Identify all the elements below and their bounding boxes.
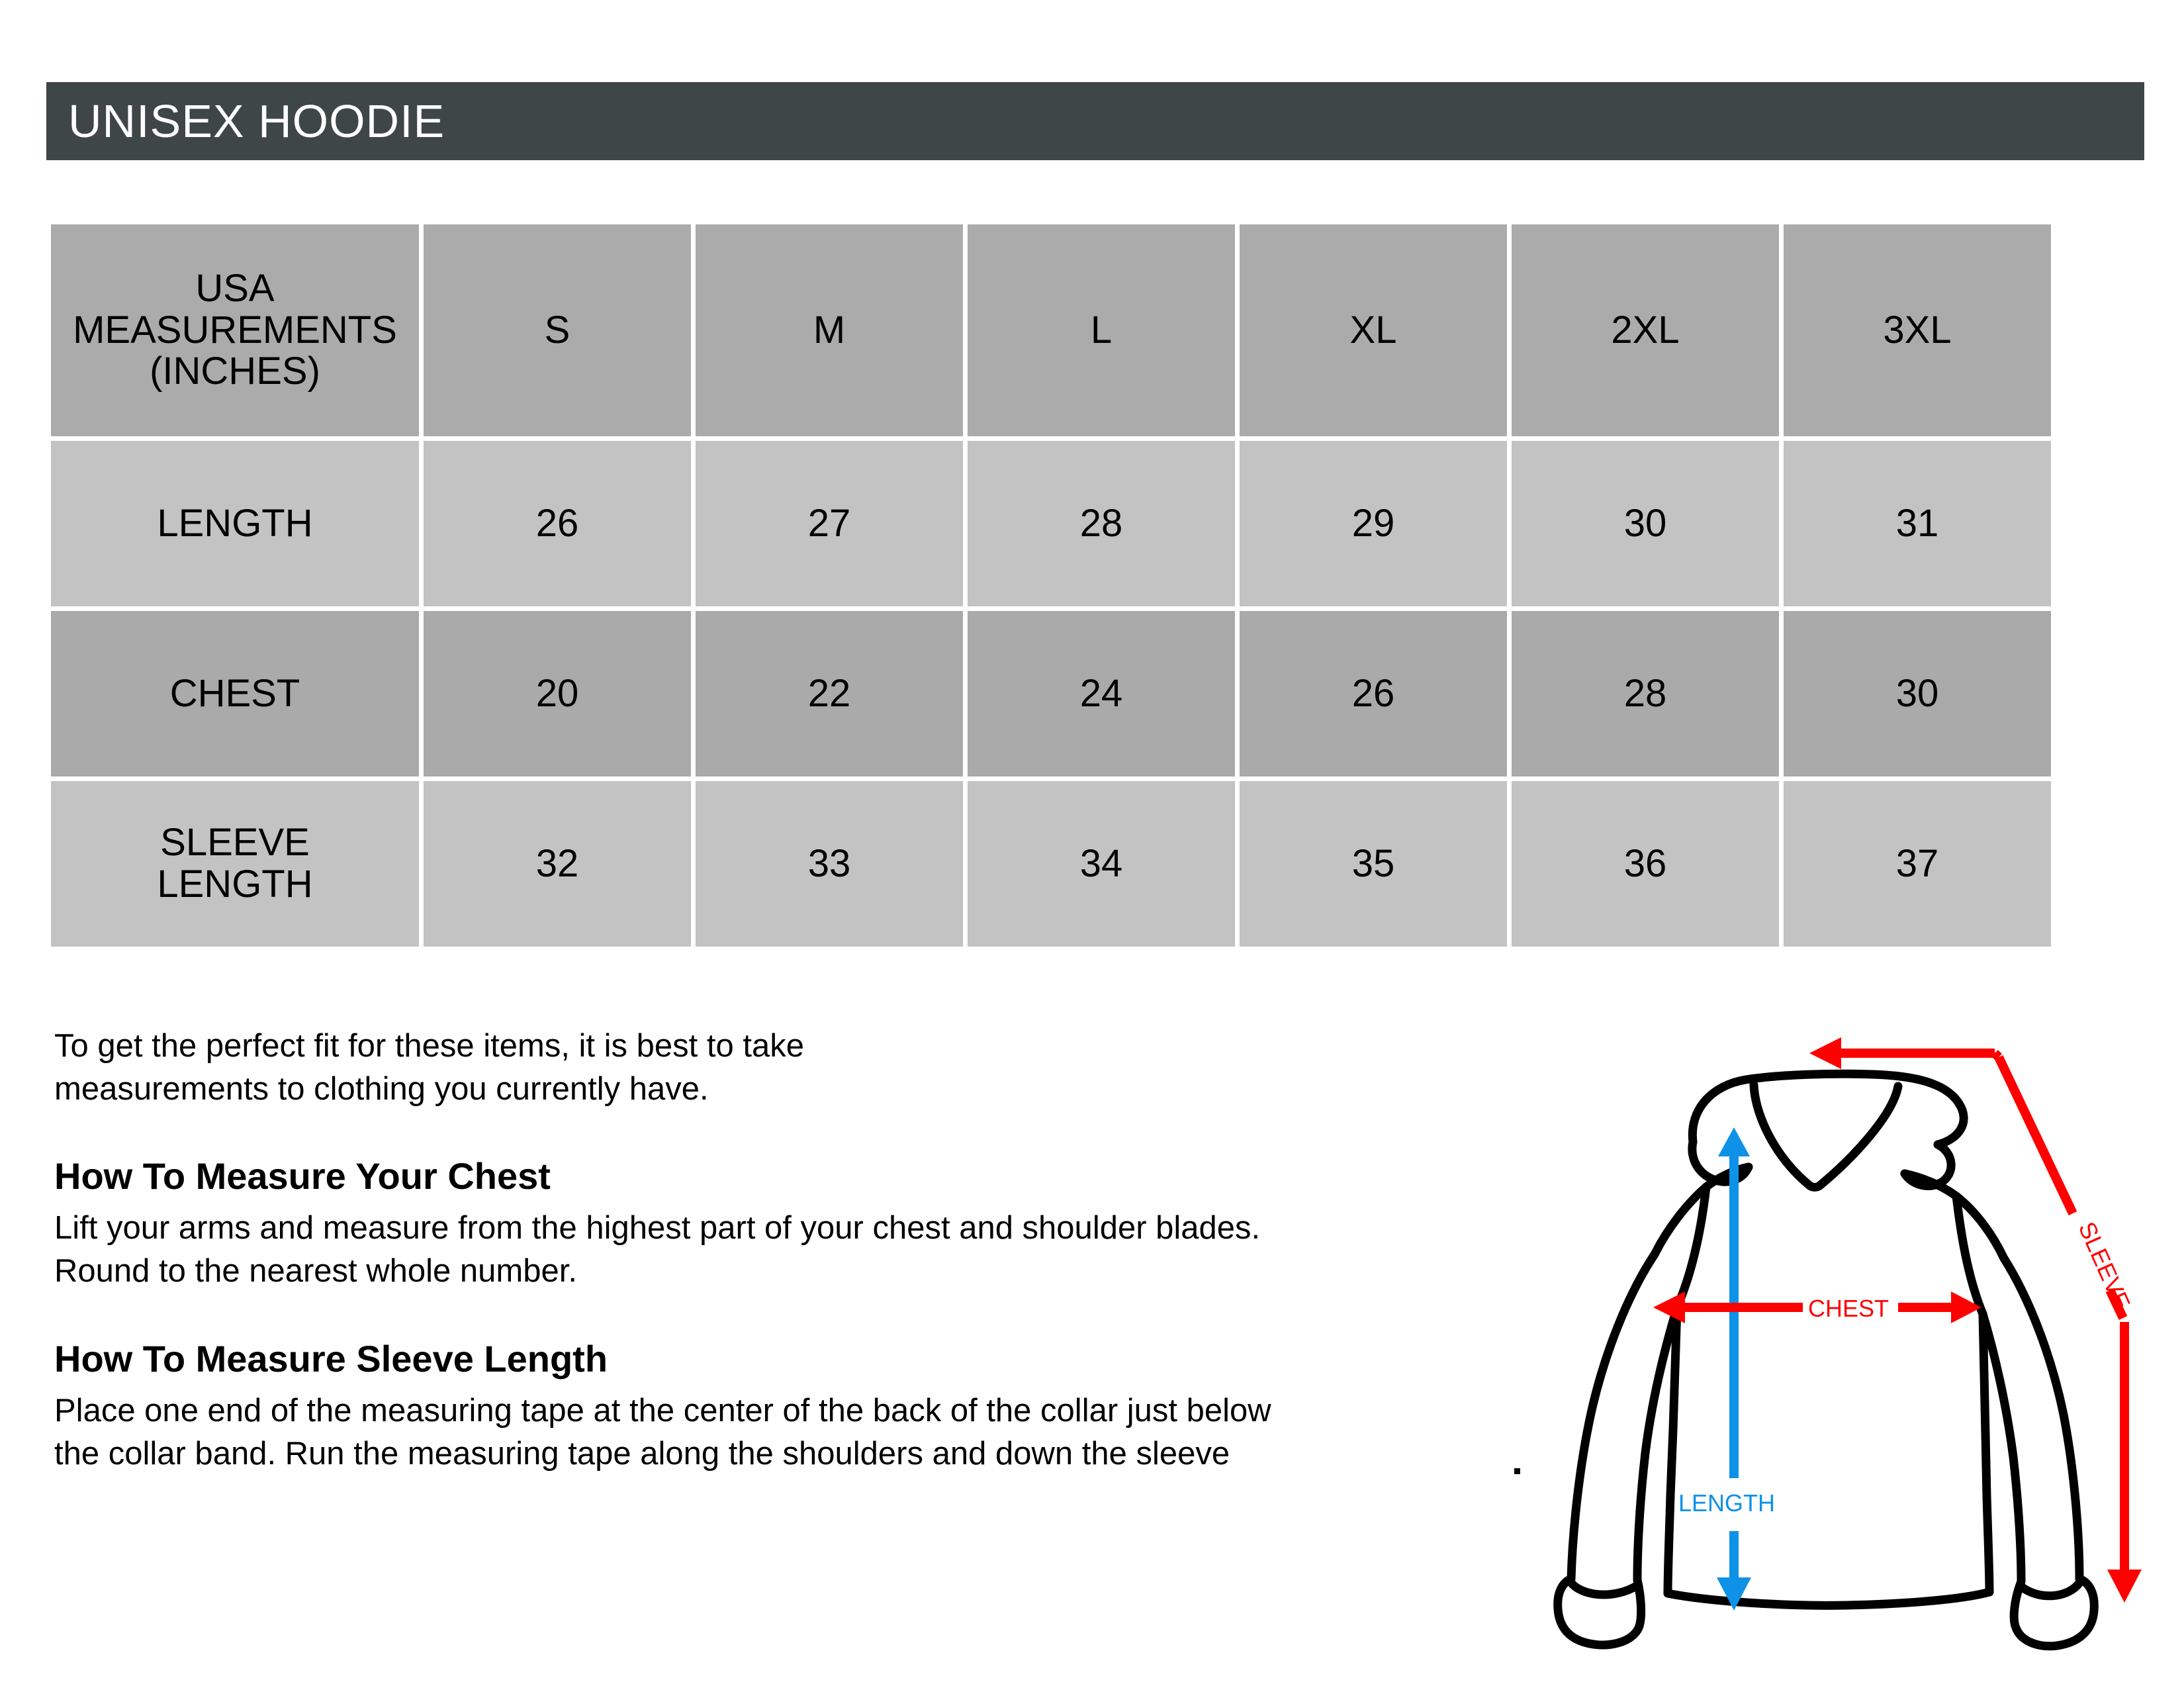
header-size-3xl: 3XL bbox=[1784, 224, 2051, 436]
sleeve-line-2: the collar band. Run the measuring tape … bbox=[54, 1435, 1230, 1472]
sleeve-label: SLEEVE bbox=[2073, 1218, 2136, 1314]
chest-l: 24 bbox=[968, 611, 1235, 776]
sleeve-s: 32 bbox=[424, 781, 691, 947]
chest-2xl: 28 bbox=[1512, 611, 1779, 776]
length-label: LENGTH bbox=[1678, 1489, 1775, 1517]
sleeve-paragraph: Place one end of the measuring tape at t… bbox=[54, 1389, 1517, 1476]
chest-xl: 26 bbox=[1240, 611, 1507, 776]
header-label-line-3: (INCHES) bbox=[150, 350, 320, 393]
size-chart-table: USA MEASUREMENTS (INCHES) S M L XL 2XL 3… bbox=[46, 220, 2056, 951]
intro-paragraph: To get the perfect fit for these items, … bbox=[54, 1025, 1517, 1111]
header-label-line-2: MEASUREMENTS bbox=[73, 308, 397, 352]
chest-m: 22 bbox=[696, 611, 963, 776]
table-row-chest: CHEST 20 22 24 26 28 30 bbox=[51, 611, 2051, 776]
heading-measure-sleeve-length: How To Measure Sleeve Length bbox=[54, 1337, 608, 1380]
page-title-bar: UNISEX HOODIE bbox=[46, 82, 2144, 160]
hoodie-outline-icon bbox=[1553, 1069, 2099, 1651]
length-m: 27 bbox=[696, 441, 963, 606]
sleeve-m: 33 bbox=[696, 781, 963, 947]
table-row-sleeve-length: SLEEVE LENGTH 32 33 34 35 36 37 bbox=[51, 781, 2051, 947]
sleeve-2xl: 36 bbox=[1512, 781, 1779, 947]
stray-speck-artifact bbox=[1514, 1468, 1520, 1474]
length-s: 26 bbox=[424, 441, 691, 606]
sleeve-measurement-arrow bbox=[1809, 1037, 2142, 1603]
header-size-2xl: 2XL bbox=[1512, 224, 1779, 436]
header-size-xl: XL bbox=[1240, 224, 1507, 436]
header-size-l: L bbox=[968, 224, 1235, 436]
chest-3xl: 30 bbox=[1784, 611, 2051, 776]
header-size-m: M bbox=[696, 224, 963, 436]
sleeve-3xl: 37 bbox=[1784, 781, 2051, 947]
chest-s: 20 bbox=[424, 611, 691, 776]
instructions-column: To get the perfect fit for these items, … bbox=[54, 1025, 1517, 1476]
sleeve-l: 34 bbox=[968, 781, 1235, 947]
length-xl: 29 bbox=[1240, 441, 1507, 606]
sleeve-line-1: Place one end of the measuring tape at t… bbox=[54, 1392, 1271, 1429]
sleeve-xl: 35 bbox=[1240, 781, 1507, 947]
sleeve-label-line-1: SLEEVE bbox=[160, 821, 310, 865]
sleeve-label-line-2: LENGTH bbox=[157, 863, 313, 906]
length-3xl: 31 bbox=[1784, 441, 2051, 606]
table-row-length: LENGTH 26 27 28 29 30 31 bbox=[51, 441, 2051, 606]
page-title: UNISEX HOODIE bbox=[68, 95, 445, 147]
row-label-length: LENGTH bbox=[51, 441, 419, 606]
header-measurement-label: USA MEASUREMENTS (INCHES) bbox=[51, 224, 419, 436]
chest-label: CHEST bbox=[1808, 1295, 1889, 1322]
chest-line-1: Lift your arms and measure from the high… bbox=[54, 1210, 1261, 1246]
row-label-sleeve-length: SLEEVE LENGTH bbox=[51, 781, 419, 947]
chest-paragraph: Lift your arms and measure from the high… bbox=[54, 1207, 1517, 1293]
header-size-s: S bbox=[424, 224, 691, 436]
table-header-row: USA MEASUREMENTS (INCHES) S M L XL 2XL 3… bbox=[51, 224, 2051, 436]
hoodie-measurement-diagram: LENGTH CHEST bbox=[1535, 1016, 2164, 1685]
chest-measurement-arrow bbox=[1653, 1291, 1981, 1323]
chest-line-2: Round to the nearest whole number. bbox=[54, 1253, 577, 1289]
row-label-chest: CHEST bbox=[51, 611, 419, 776]
heading-measure-chest: How To Measure Your Chest bbox=[54, 1155, 551, 1197]
length-2xl: 30 bbox=[1512, 441, 1779, 606]
intro-line-1: To get the perfect fit for these items, … bbox=[54, 1028, 804, 1064]
length-l: 28 bbox=[968, 441, 1235, 606]
intro-line-2: measurements to clothing you currently h… bbox=[54, 1071, 709, 1107]
header-label-line-1: USA bbox=[195, 267, 275, 310]
length-measurement-arrow bbox=[1717, 1127, 1751, 1611]
